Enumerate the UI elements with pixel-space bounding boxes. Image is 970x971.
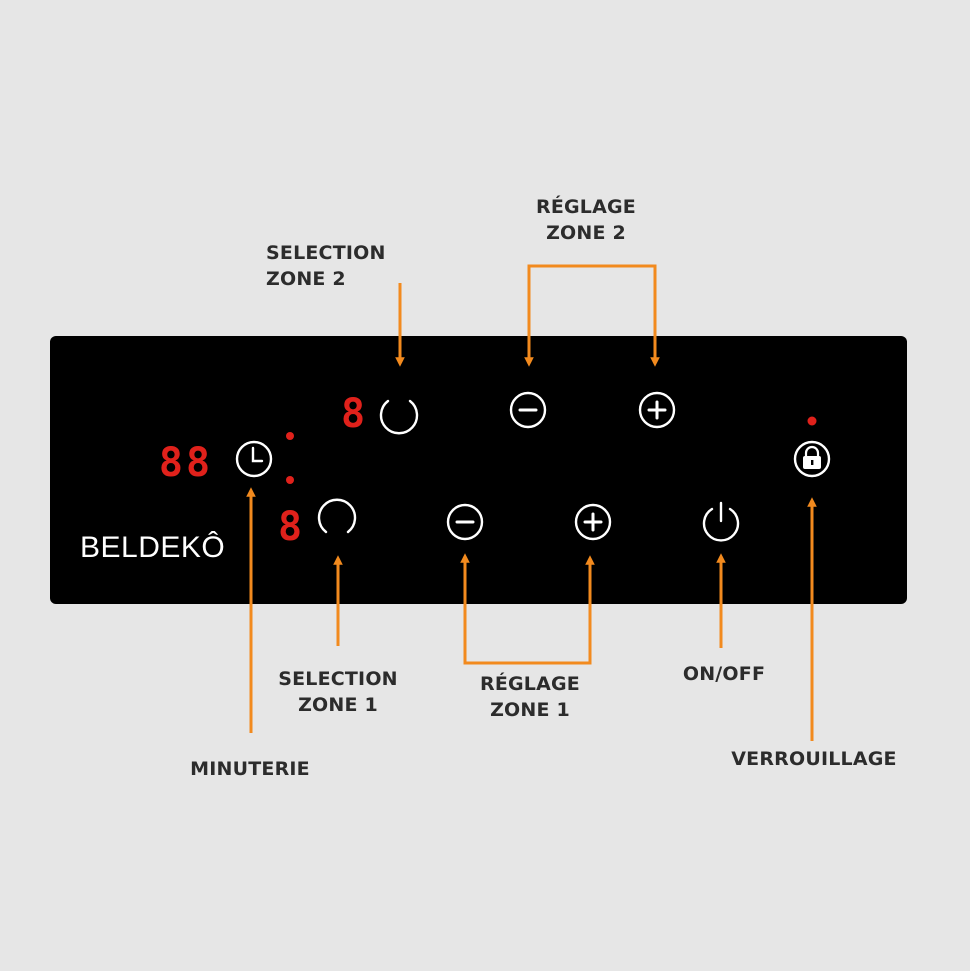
arrow-reglage-zone1: [463, 555, 595, 665]
timer-button[interactable]: [235, 440, 273, 478]
zone1-level-display: 8: [278, 504, 302, 550]
minus-icon: [446, 503, 484, 541]
label-selection-zone1: SELECTION ZONE 1: [278, 668, 398, 716]
zone1-indicator-led: [286, 476, 294, 484]
clock-icon: [235, 440, 273, 478]
label-verrouillage: VERROUILLAGE: [731, 748, 897, 770]
lock-button[interactable]: [793, 440, 831, 478]
cooktop-panel: [50, 336, 907, 604]
lock-indicator-led: [807, 416, 817, 426]
zone1-increase-button[interactable]: [574, 503, 612, 541]
label-reglage-zone2: RÉGLAGE ZONE 2: [536, 196, 636, 244]
label-selection-zone2: SELECTION ZONE 2: [266, 242, 386, 290]
zone1-decrease-button[interactable]: [446, 503, 484, 541]
label-reglage-zone1: RÉGLAGE ZONE 1: [480, 673, 580, 721]
arrow-reglage-zone2: [527, 264, 660, 367]
lock-icon: [793, 440, 831, 478]
zone2-select-button[interactable]: [379, 399, 419, 435]
power-button[interactable]: [702, 501, 740, 542]
brand-logo: BELDEKÔ: [80, 530, 225, 564]
plus-icon: [638, 391, 676, 429]
zone1-select-button[interactable]: [317, 498, 357, 534]
ring-icon: [379, 399, 419, 435]
power-icon: [702, 501, 740, 542]
zone2-level-display: 8: [341, 391, 365, 437]
zone2-decrease-button[interactable]: [509, 391, 547, 429]
zone2-increase-button[interactable]: [638, 391, 676, 429]
label-minuterie: MINUTERIE: [190, 758, 310, 780]
ring-icon: [317, 498, 357, 534]
plus-icon: [574, 503, 612, 541]
label-on-off: ON/OFF: [682, 663, 766, 685]
callout-arrows: [246, 264, 817, 741]
minus-icon: [509, 391, 547, 429]
timer-display: 88: [159, 440, 213, 486]
zone2-indicator-led: [286, 432, 294, 440]
